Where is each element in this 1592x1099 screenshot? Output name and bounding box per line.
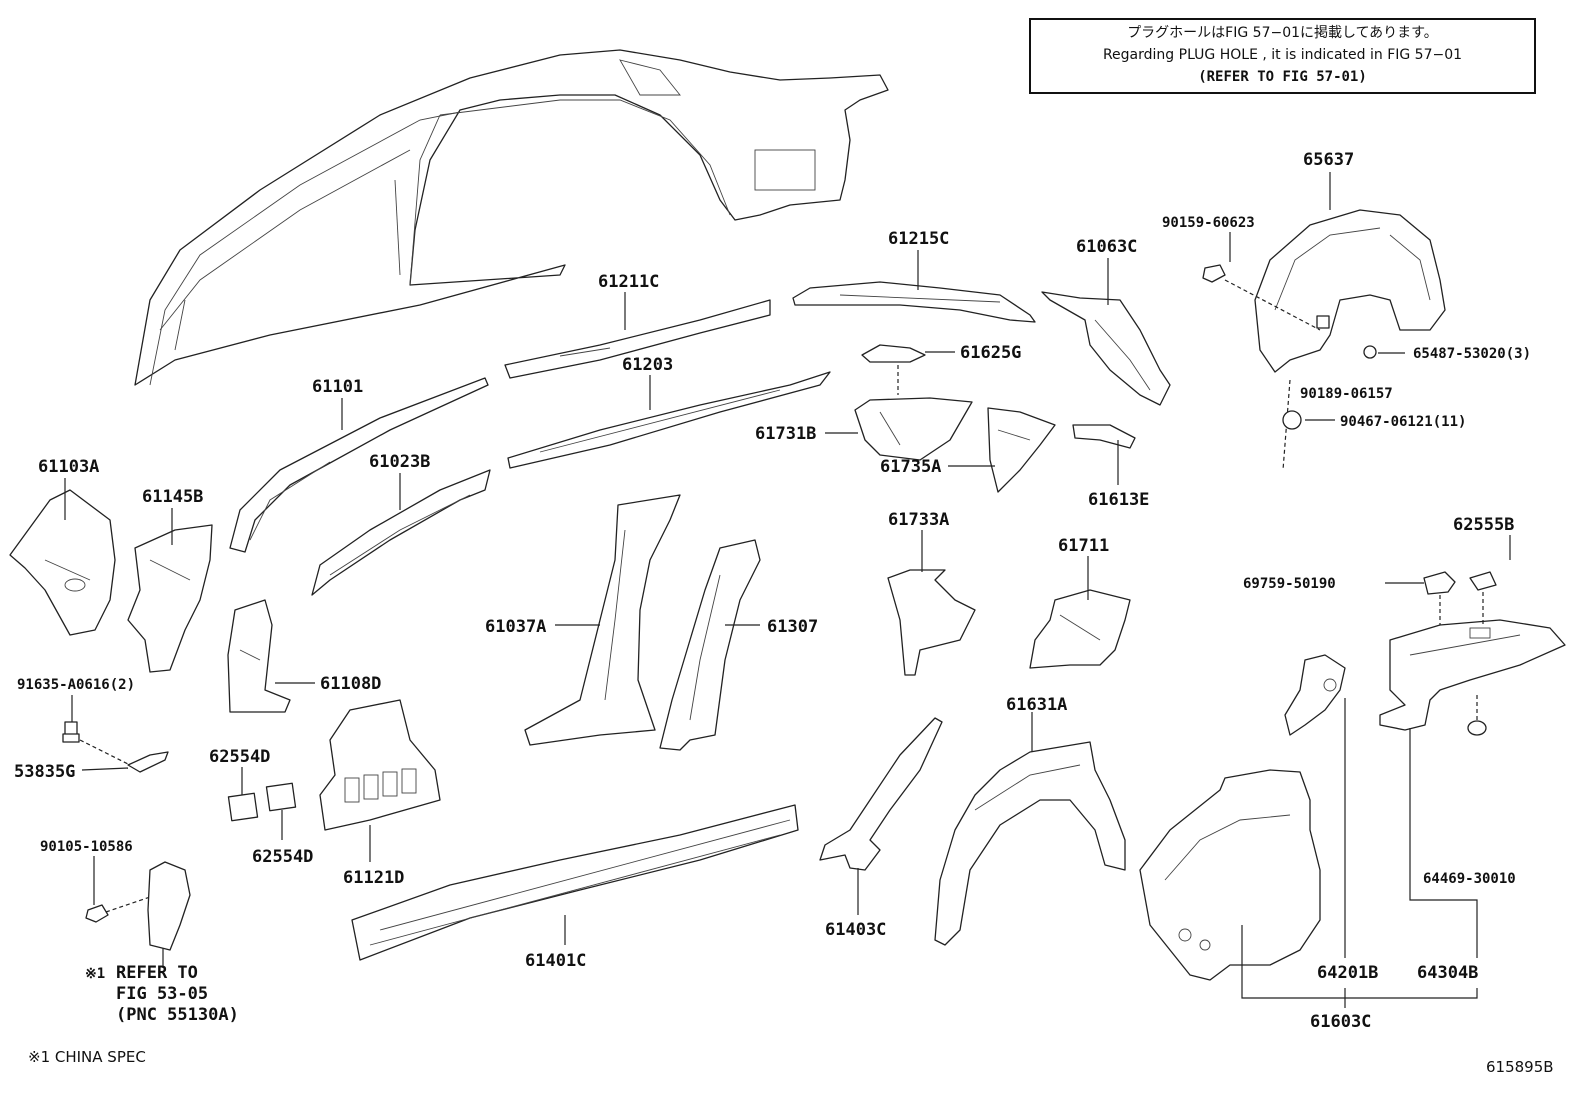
- bolt-90105-10586-drawing: [85, 904, 109, 923]
- plug-64469-30010-drawing: [1467, 720, 1487, 736]
- label-61603C: 61603C: [1310, 1012, 1371, 1032]
- notice-line-english: Regarding PLUG HOLE , it is indicated in…: [1102, 47, 1463, 63]
- front-pillar-61101-drawing: [229, 377, 489, 553]
- rear-header-61215C-drawing: [792, 281, 1036, 323]
- dashed-leader-53835G: [79, 739, 131, 766]
- refer-note-line3: (PNC 55130A): [116, 1005, 239, 1025]
- label-61037A: 61037A: [485, 617, 546, 637]
- quarter-inner-61063C-drawing: [1041, 291, 1171, 406]
- label-61307: 61307: [767, 617, 818, 637]
- plug-62554D-a-drawing: [227, 792, 259, 822]
- leader-lines: [64, 172, 1511, 1008]
- cowl-side-61103A-drawing: [9, 489, 116, 636]
- label-64469-30010: 64469-30010: [1423, 871, 1516, 887]
- cowl-inner-61145B-drawing: [127, 524, 213, 673]
- footnote-china-spec: ※1 CHINA SPEC: [28, 1048, 146, 1066]
- pad-69759-50190-drawing: [1423, 571, 1456, 595]
- label-61121D: 61121D: [343, 868, 404, 888]
- label-69759-50190: 69759-50190: [1243, 576, 1336, 592]
- plug-62554D-b-drawing: [265, 782, 297, 812]
- label-90159-60623: 90159-60623: [1162, 215, 1255, 231]
- roof-rail-61203-drawing: [507, 371, 831, 469]
- label-53835G: 53835G: [14, 762, 75, 782]
- label-64201B: 64201B: [1317, 963, 1378, 983]
- side-body-outer-panel-drawing: [134, 49, 889, 386]
- front-pillar-inner-61023B-drawing: [311, 469, 491, 596]
- bolt-91635-A0616-drawing: [62, 721, 80, 743]
- label-91635-A0616: 91635-A0616(2): [17, 677, 135, 693]
- label-61101: 61101: [312, 377, 363, 397]
- label-61108D: 61108D: [320, 674, 381, 694]
- pillar-lower-61108D-drawing: [227, 599, 291, 713]
- label-61211C: 61211C: [598, 272, 659, 292]
- label-64304B: 64304B: [1417, 963, 1478, 983]
- refer-note-line2: FIG 53-05: [116, 984, 208, 1004]
- grommet-90467-06121-drawing: [1282, 410, 1302, 430]
- label-62554D-lower: 62554D: [252, 847, 313, 867]
- label-61145B: 61145B: [142, 487, 203, 507]
- label-61613E: 61613E: [1088, 490, 1149, 510]
- bolt-90159-60623-drawing: [1202, 264, 1226, 283]
- label-61733A: 61733A: [888, 510, 949, 530]
- label-61215C: 61215C: [888, 229, 949, 249]
- pillar-lower-61403C-drawing: [819, 717, 943, 871]
- label-90105-10586: 90105-10586: [40, 839, 133, 855]
- clip-90189-06157-drawing: [1316, 315, 1330, 329]
- panel-61735A-drawing: [987, 407, 1056, 493]
- label-90467-06121: 90467-06121(11): [1340, 414, 1466, 430]
- plug-62555B-drawing: [1469, 571, 1497, 591]
- rocker-panel-61401C-drawing: [351, 804, 799, 961]
- label-61735A: 61735A: [880, 457, 941, 477]
- bracket-61613E-drawing: [1072, 424, 1136, 449]
- label-61731B: 61731B: [755, 424, 816, 444]
- fender-liner-65637-drawing: [1254, 209, 1446, 373]
- panel-61731B-drawing: [854, 397, 973, 461]
- label-61203: 61203: [622, 355, 673, 375]
- refer-note: ※1 REFER TO FIG 53-05 (PNC 55130A): [85, 963, 239, 1025]
- figure-id: 615895B: [1486, 1058, 1554, 1076]
- wheelhouse-arch-61631A-drawing: [934, 741, 1126, 946]
- roof-rail-61211C-drawing: [504, 299, 771, 379]
- refer-note-marker: ※1: [85, 966, 105, 982]
- label-61403C: 61403C: [825, 920, 886, 940]
- sill-extension-61121D-drawing: [319, 699, 441, 831]
- pillar-reinforcement-61307-drawing: [659, 539, 761, 751]
- rear-wheelhouse-61603C-drawing: [1139, 769, 1321, 981]
- label-61023B: 61023B: [369, 452, 430, 472]
- label-61063C: 61063C: [1076, 237, 1137, 257]
- bracket-61733A-drawing: [887, 569, 976, 676]
- clip-53835G-drawing: [127, 751, 169, 773]
- center-pillar-61037A-drawing: [524, 494, 681, 746]
- label-90189-06157: 90189-06157: [1300, 386, 1393, 402]
- dashed-leader-90159: [1224, 279, 1321, 331]
- label-61711: 61711: [1058, 536, 1109, 556]
- quarter-panel-61711-drawing: [1029, 589, 1131, 669]
- notice-line-refer: (REFER TO FIG 57-01): [1198, 69, 1367, 85]
- label-62554D-upper: 62554D: [209, 747, 270, 767]
- label-61401C: 61401C: [525, 951, 586, 971]
- label-61625G: 61625G: [960, 343, 1021, 363]
- part-number-labels: 65637 90159-60623 65487-53020(3) 90189-0…: [14, 150, 1531, 1032]
- panel-64201B-drawing: [1284, 654, 1346, 736]
- label-61631A: 61631A: [1006, 695, 1067, 715]
- bracket-61625G-drawing: [861, 344, 926, 363]
- label-62555B: 62555B: [1453, 515, 1514, 535]
- notice-line-japanese: プラグホールはFIG 57−01に掲載してあります。: [1127, 25, 1438, 41]
- plug-hole-notice-box: プラグホールはFIG 57−01に掲載してあります。 Regarding PLU…: [1029, 18, 1536, 94]
- label-61103A: 61103A: [38, 457, 99, 477]
- screw-65487-53020-drawing: [1363, 345, 1377, 359]
- dashed-leader-90105: [105, 896, 151, 913]
- refer-note-line1: REFER TO: [116, 963, 198, 983]
- label-65487-53020: 65487-53020(3): [1413, 346, 1531, 362]
- floor-pan-64304B-drawing: [1379, 619, 1566, 731]
- label-65637: 65637: [1303, 150, 1354, 170]
- bracket-refer-55130A-drawing: [147, 861, 191, 951]
